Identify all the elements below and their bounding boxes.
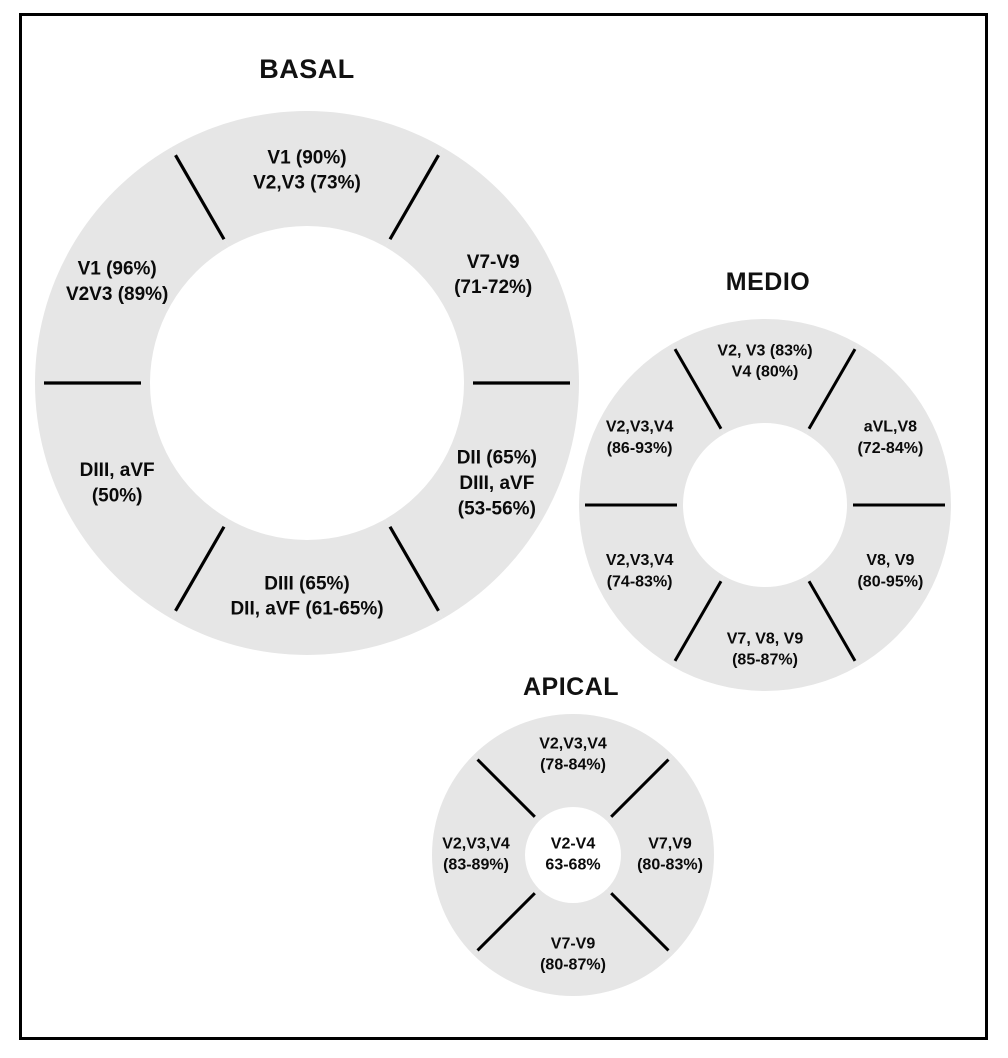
ring-basal: BASAL V1 (90%)V2,V3 (73%) V7-V9(71-72%) DII… xyxy=(35,54,579,655)
apical-septal-label: V2,V3,V4(83-89%) xyxy=(442,835,510,873)
ring-apical-divider xyxy=(610,892,670,952)
basal-lateral-superior-label: V7-V9(71-72%) xyxy=(454,252,532,298)
medio-inferior xyxy=(672,576,858,691)
basal-inferior-label: DIII (65%)DII, aVF (61-65%) xyxy=(230,573,383,619)
apical-septal xyxy=(432,755,540,955)
apical-anterior-label: V2,V3,V4(78-84%) xyxy=(539,735,607,773)
basal-septal-superior-label: V1 (96%)V2V3 (89%) xyxy=(66,258,168,304)
apical-inferior xyxy=(473,888,673,996)
ring-apical-divider xyxy=(610,758,670,818)
basal-superior-label: V1 (90%)V2,V3 (73%) xyxy=(253,147,361,193)
apical-lateral xyxy=(606,755,714,955)
medio-septal-superior-label: V2,V3,V4(86-93%) xyxy=(606,419,674,457)
ring-medio-divider xyxy=(807,348,857,430)
basal-lateral-inferior xyxy=(385,383,579,619)
ring-apical-divider xyxy=(476,758,536,818)
ring-basal-divider xyxy=(174,525,226,612)
ring-apical-title: APICAL xyxy=(523,673,619,701)
ring-medio: MEDIO V2, V3 (83%)V4 (80%) aVL,V8(72-84%) V… xyxy=(579,268,951,691)
medio-superior xyxy=(672,318,858,434)
ring-basal-divider xyxy=(174,154,226,241)
ring-medio-divider xyxy=(673,580,723,662)
medio-lateral-inferior-label: V8, V9(80-95%) xyxy=(857,552,923,590)
basal-lateral-superior xyxy=(385,147,579,383)
medio-lateral-superior xyxy=(806,343,951,505)
medio-lateral-inferior xyxy=(806,505,951,667)
medio-superior-label: V2, V3 (83%)V4 (80%) xyxy=(717,342,812,380)
ring-medio-title: MEDIO xyxy=(726,268,810,296)
apical-anterior xyxy=(473,714,673,822)
basal-superior xyxy=(171,110,443,248)
medio-septal-superior xyxy=(579,343,724,505)
ring-medio-divider xyxy=(807,580,857,662)
ring-apical-divider xyxy=(476,892,536,952)
ring-basal-divider xyxy=(388,154,440,241)
basal-lateral-inferior-label: DII (65%)DIII, aVF(53-56%) xyxy=(457,447,537,519)
basal-septal-superior xyxy=(35,147,229,383)
ring-medio-divider xyxy=(673,348,723,430)
ring-basal-divider xyxy=(388,525,440,612)
ring-basal-title: BASAL xyxy=(259,54,355,84)
basal-septal-inferior xyxy=(35,383,229,619)
medio-inferior-label: V7, V8, V9(85-87%) xyxy=(727,630,804,668)
ring-apical: APICAL V2,V3,V4(78-84%) V7,V9(80-83%) V7-V9… xyxy=(432,673,714,996)
basal-septal-inferior-label: DIII, aVF(50%) xyxy=(80,460,155,506)
medio-septal-inferior xyxy=(579,505,724,667)
apical-inferior-label: V7-V9(80-87%) xyxy=(540,935,606,973)
apical-lateral-label: V7,V9(80-83%) xyxy=(637,835,703,873)
medio-septal-inferior-label: V2,V3,V4(74-83%) xyxy=(606,552,674,590)
basal-inferior xyxy=(171,518,443,655)
medio-lateral-superior-label: aVL,V8(72-84%) xyxy=(857,419,923,457)
